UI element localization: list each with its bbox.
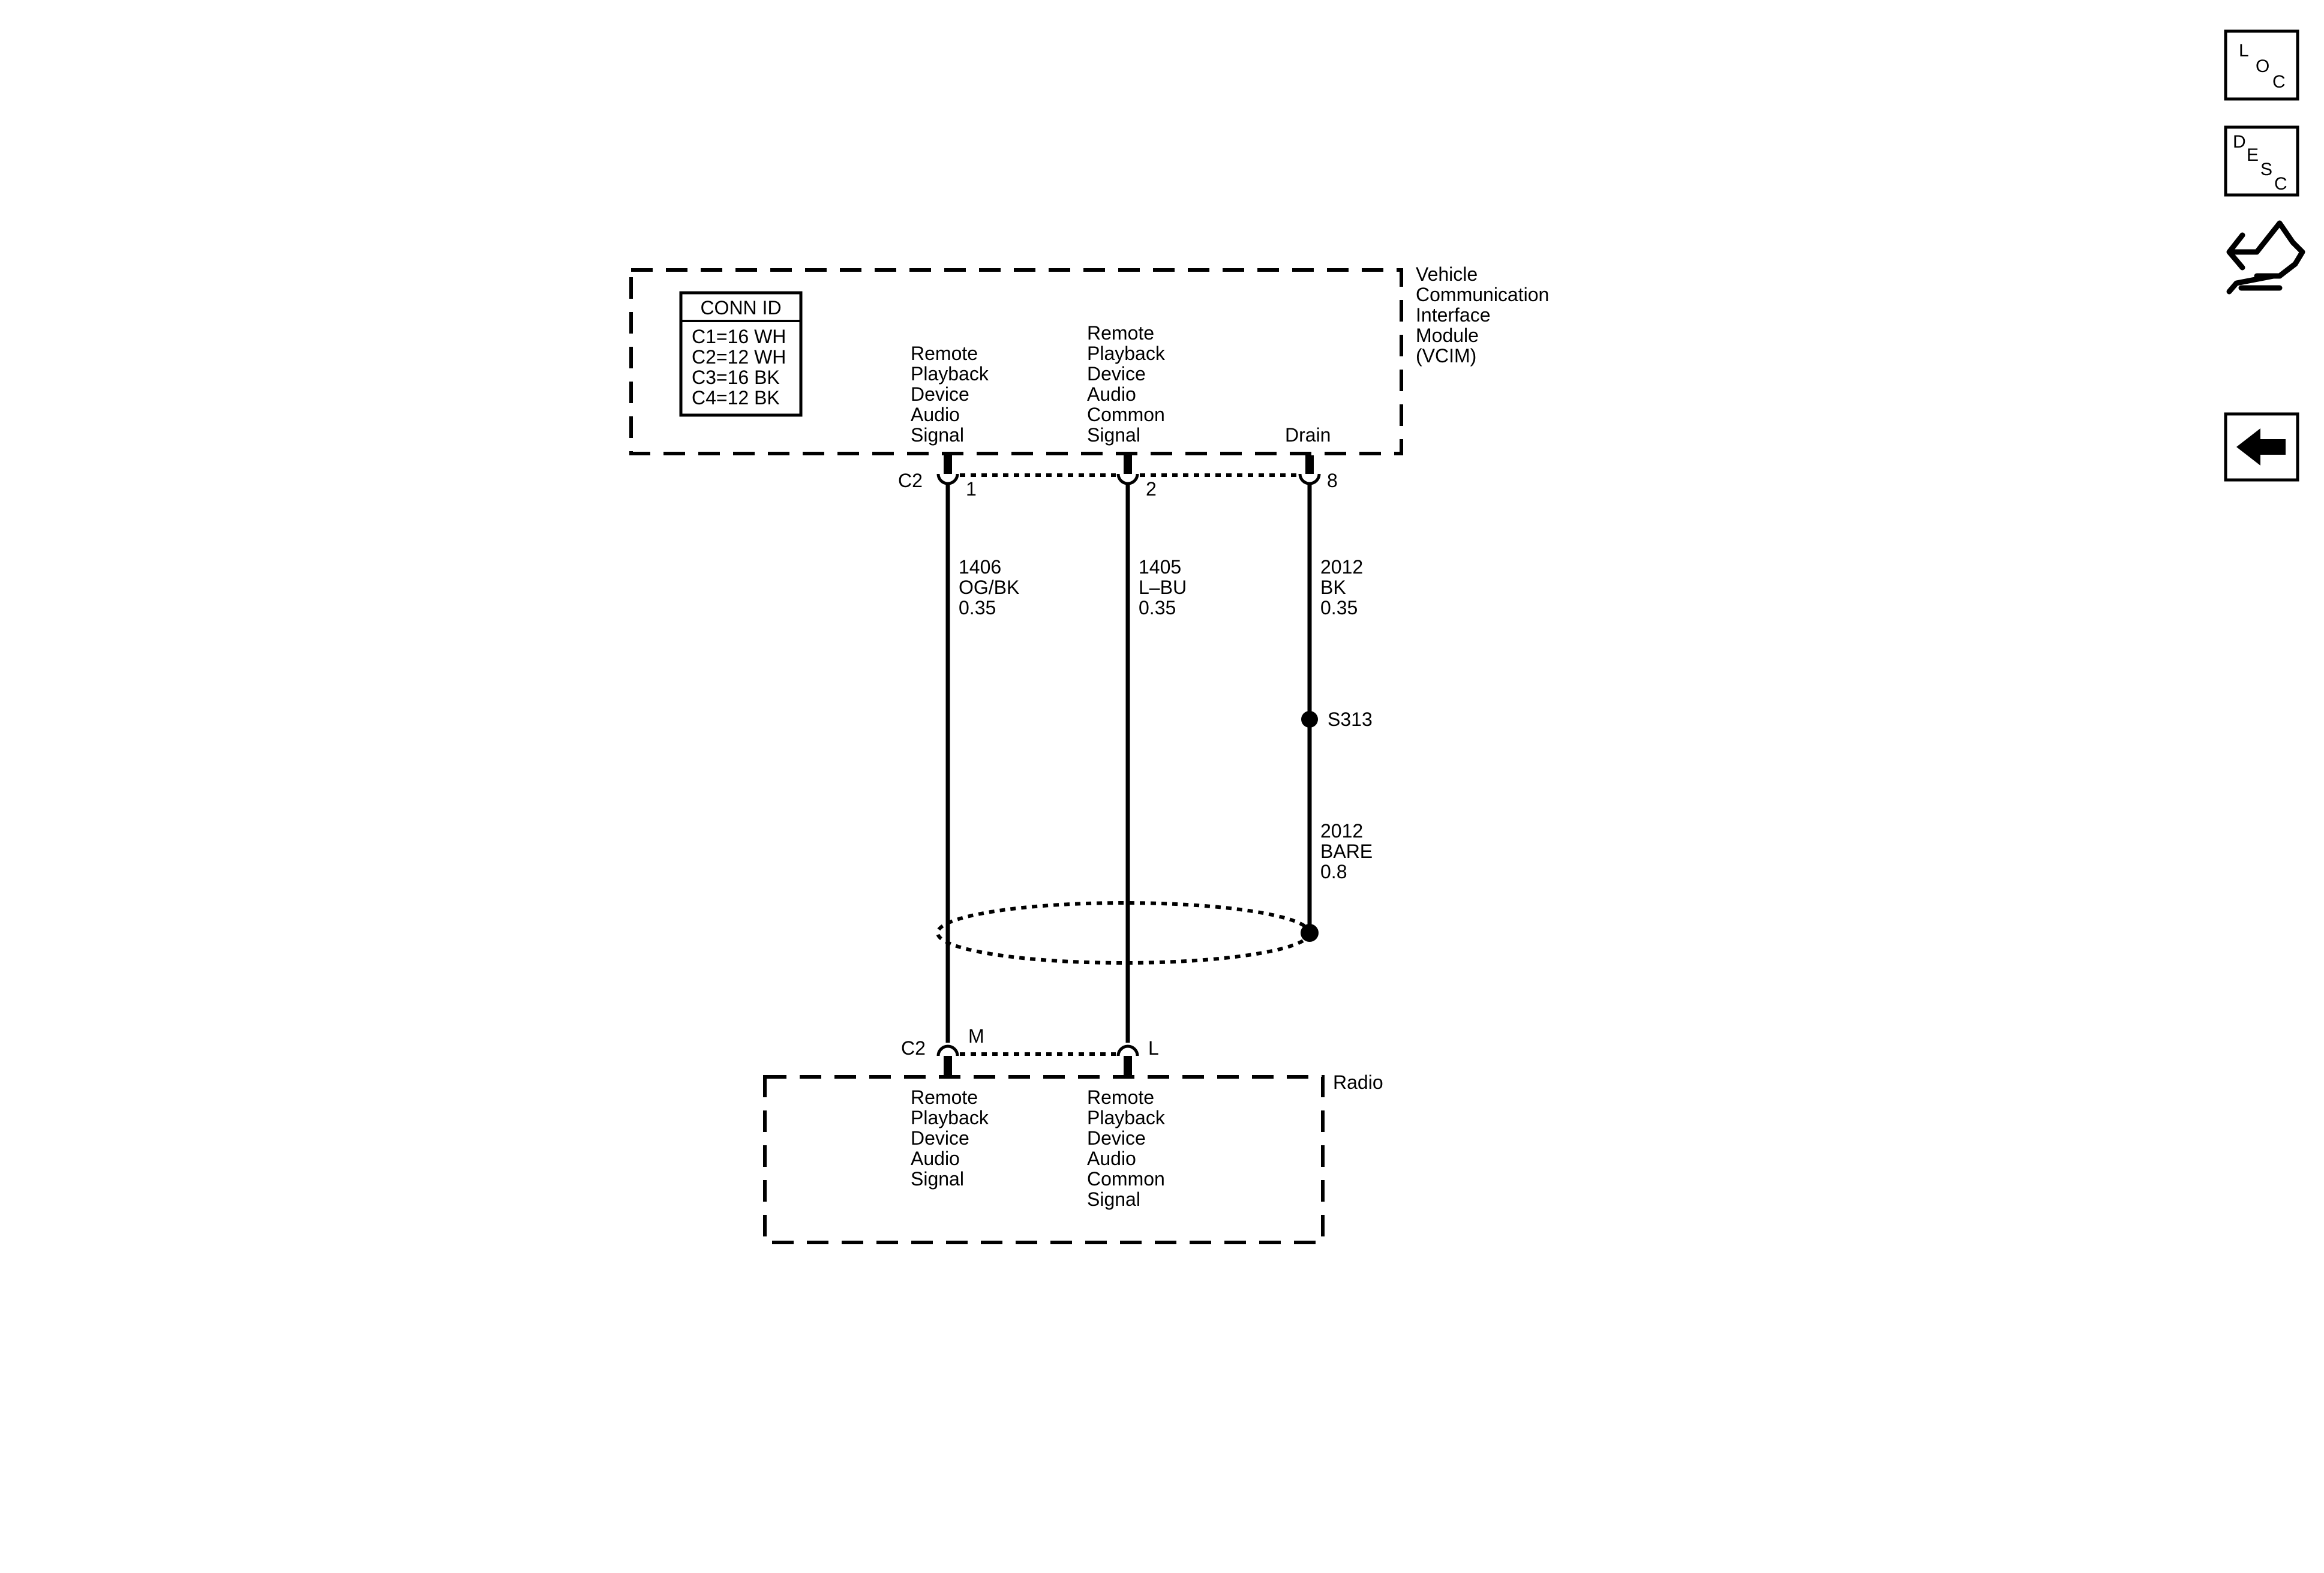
label-line: Device (911, 1127, 969, 1149)
vcim-module: Vehicle Communication Interface Module (… (629, 263, 1549, 455)
loc-letter: L (2239, 41, 2249, 61)
wires: 1406 OG/BK 0.35 1405 L–BU 0.35 2012 BK 0… (936, 484, 1373, 1043)
label-line: Remote (911, 343, 978, 364)
conn-id-border (679, 291, 803, 417)
circuit-number: 2012 (1320, 820, 1363, 842)
label-line: Audio (1087, 383, 1136, 405)
female-terminal (1116, 473, 1139, 485)
label-line: Signal (1087, 1188, 1140, 1210)
circuit-number: 2012 (1320, 556, 1363, 578)
radio-pin-label-audio-common-signal: Remote Playback Device Audio Common Sign… (1087, 1086, 1166, 1210)
radio-connector-c2: C2 M L (901, 1025, 1159, 1077)
label-line: Audio (1087, 1148, 1136, 1169)
conn-id-row: C2=12 WH (692, 346, 786, 368)
label-line: Signal (1087, 424, 1140, 446)
conn-id-table: CONN ID C1=16 WH C2=12 WH C3=16 BK C4=12… (679, 291, 803, 417)
nav-back-button[interactable] (2224, 412, 2299, 482)
vcim-name-line-4: Module (1416, 325, 1479, 346)
pin-number: 1 (966, 478, 977, 500)
label-line: Device (1087, 1127, 1146, 1149)
radio-name: Radio (1333, 1071, 1383, 1093)
radio-module: Radio Remote Playback Device Audio Signa… (763, 1071, 1383, 1244)
vcim-pin-label-drain: Drain (1285, 424, 1331, 446)
splice-s313 (1301, 711, 1318, 728)
loc-letter: O (2256, 56, 2269, 76)
conn-id-row: C1=16 WH (692, 326, 786, 347)
pin-letter: M (968, 1025, 984, 1047)
desc-letter: D (2233, 132, 2246, 152)
female-terminal (1298, 473, 1321, 485)
pin-number: 8 (1327, 470, 1338, 491)
splice-id: S313 (1328, 709, 1373, 730)
label-line: Common (1087, 404, 1165, 425)
loc-letter: C (2272, 72, 2286, 92)
wire-label-1405: 1405 L–BU 0.35 (1139, 556, 1187, 619)
vcim-pin-label-audio-common-signal: Remote Playback Device Audio Common Sign… (1087, 322, 1166, 446)
label-line: Device (911, 383, 969, 405)
connector-end-view-icon[interactable] (2226, 220, 2305, 295)
wire-gauge: 0.35 (1320, 597, 1358, 619)
description-icon[interactable] (2224, 125, 2299, 197)
desc-letter: E (2247, 145, 2259, 165)
vcim-connector-id: C2 (898, 470, 923, 491)
male-terminal (936, 1044, 959, 1056)
conn-id-title: CONN ID (700, 297, 781, 319)
label-line: Remote (1087, 322, 1154, 344)
pin-letter: L (1148, 1037, 1159, 1059)
label-line: Signal (911, 1168, 964, 1190)
vcim-connector-c2: C2 1 2 8 (898, 455, 1338, 500)
nav-loc-button[interactable]: L O C (2224, 29, 2299, 101)
back-arrow-shape (2236, 428, 2286, 466)
shield-ellipse (936, 901, 1311, 965)
label-line: Playback (1087, 1107, 1166, 1128)
vcim-pin-label-audio-signal: Remote Playback Device Audio Signal (911, 343, 989, 446)
desc-letter: S (2260, 160, 2272, 179)
vcim-name-line-2: Communication (1416, 284, 1549, 305)
wire-color: BK (1320, 577, 1346, 598)
circuit-number: 1405 (1139, 556, 1181, 578)
label-line: Remote (911, 1086, 978, 1108)
wire-color: L–BU (1139, 577, 1187, 598)
label-line: Playback (1087, 343, 1166, 364)
label-line: Audio (911, 1148, 960, 1169)
conn-id-row: C3=16 BK (692, 367, 780, 388)
vcim-name-line-5: (VCIM) (1416, 345, 1476, 367)
wire-label-1406: 1406 OG/BK 0.35 (959, 556, 1019, 619)
vcim-boundary (629, 268, 1403, 455)
circuit-number: 1406 (959, 556, 1001, 578)
male-terminal (1116, 1044, 1139, 1056)
location-icon[interactable] (2224, 29, 2299, 101)
label-line: Remote (1087, 1086, 1154, 1108)
vcim-name-line-1: Vehicle (1416, 263, 1478, 285)
female-terminal (936, 473, 959, 485)
label-line: Playback (911, 1107, 989, 1128)
label-line: Device (1087, 363, 1146, 385)
conn-id-row: C4=12 BK (692, 387, 780, 409)
label-line: Signal (911, 424, 964, 446)
radio-pin-label-audio-signal: Remote Playback Device Audio Signal (911, 1086, 989, 1190)
nav-connector-button[interactable] (2226, 220, 2305, 295)
wire-gauge: 0.35 (959, 597, 996, 619)
wire-label-2012: 2012 BK 0.35 (1320, 556, 1363, 619)
radio-connector-id: C2 (901, 1037, 926, 1059)
wire-color: OG/BK (959, 577, 1019, 598)
shield-drain-dot (1301, 924, 1319, 942)
nav-desc-button[interactable]: D E S C (2224, 125, 2299, 197)
label-line: Common (1087, 1168, 1165, 1190)
wire-gauge: 0.8 (1320, 861, 1347, 882)
label-line: Playback (911, 363, 989, 385)
wire-label-2012-bare: 2012 BARE 0.8 (1320, 820, 1373, 882)
desc-letter: C (2274, 174, 2287, 194)
label-line: Audio (911, 404, 960, 425)
radio-boundary (763, 1075, 1325, 1244)
wire-gauge: 0.35 (1139, 597, 1176, 619)
wire-color: BARE (1320, 840, 1373, 862)
vcim-name-line-3: Interface (1416, 304, 1491, 326)
pin-number: 2 (1146, 478, 1157, 500)
